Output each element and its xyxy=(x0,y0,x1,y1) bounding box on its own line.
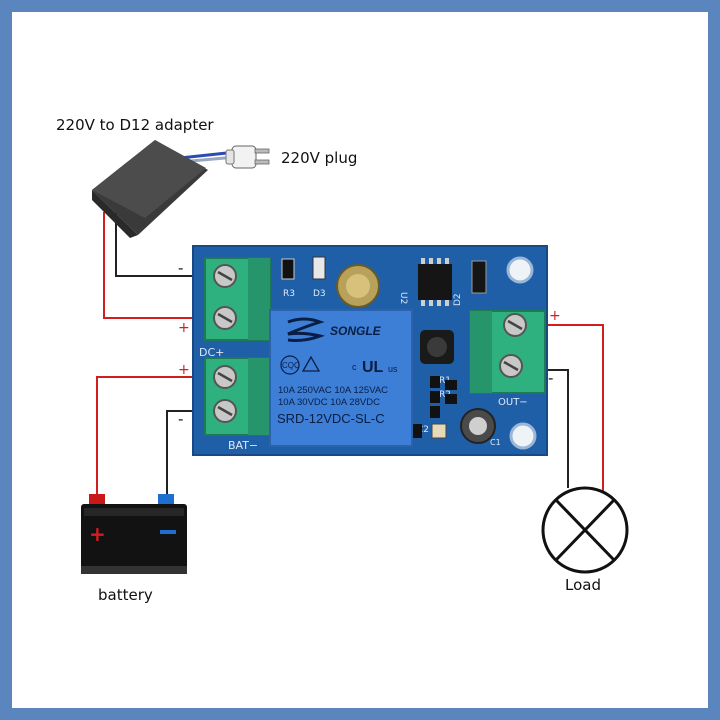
relay-model: SRD-12VDC-SL-C xyxy=(277,411,385,426)
mounting-hole xyxy=(509,422,537,450)
relay-cqc: CQC xyxy=(282,361,300,370)
mounting-hole xyxy=(506,256,534,284)
adapter-negative-wire xyxy=(115,212,205,277)
output-minus-marker: - xyxy=(548,369,553,387)
terminal-output xyxy=(469,310,546,394)
battery-positive-wire xyxy=(96,376,205,498)
terminal-dc-input xyxy=(204,257,271,341)
svg-text:U2: U2 xyxy=(398,292,408,304)
power-plug-icon xyxy=(225,145,270,169)
ac-adapter-icon xyxy=(92,140,208,238)
relay-brand: SONGLE xyxy=(330,324,382,338)
ul-mark-icon: UL xyxy=(362,359,384,376)
battery-minus-marker: - xyxy=(178,410,183,428)
terminal-battery xyxy=(204,357,271,436)
svg-text:R1: R1 xyxy=(439,376,451,386)
relay: SONGLE CQC UL c us 10A 250VAC 10A 125VAC… xyxy=(269,309,413,447)
diode-d2 xyxy=(471,260,487,294)
songle-logo-icon xyxy=(287,317,326,342)
relay-ratings-line2: 10A 30VDC 10A 28VDC xyxy=(278,397,380,408)
svg-text:R2: R2 xyxy=(439,390,451,400)
svg-text:C1: C1 xyxy=(490,438,501,447)
svg-text:R3: R3 xyxy=(283,289,295,299)
relay-ratings-line1: 10A 250VAC 10A 125VAC xyxy=(278,385,388,396)
battery-icon: + xyxy=(81,494,187,574)
battery-label: battery xyxy=(98,586,153,604)
diode-d3 xyxy=(312,256,326,280)
dc-plus-label: DC+ xyxy=(199,346,224,359)
svg-text:D3: D3 xyxy=(313,289,326,299)
load-negative-wire xyxy=(545,369,569,488)
svg-text:c: c xyxy=(352,362,357,372)
svg-text:C2: C2 xyxy=(417,425,429,435)
battery-plus-marker: + xyxy=(178,362,190,378)
load-positive-wire xyxy=(545,324,604,510)
svg-text:us: us xyxy=(388,364,398,374)
adapter-label: 220V to D12 adapter xyxy=(56,116,214,134)
out-minus-label: OUT− xyxy=(498,397,528,408)
svg-text:+: + xyxy=(89,522,106,546)
resistor-r3 xyxy=(281,258,295,280)
ic-chip xyxy=(418,264,452,300)
adapter-minus-marker: - xyxy=(178,259,183,277)
bat-minus-label: BAT− xyxy=(228,439,258,452)
plug-label: 220V plug xyxy=(281,149,357,167)
output-plus-marker: + xyxy=(549,308,561,324)
lamp-icon xyxy=(541,486,629,574)
adapter-plus-marker: + xyxy=(178,320,190,336)
load-label: Load xyxy=(565,576,601,594)
svg-text:D2: D2 xyxy=(453,293,463,306)
adapter-positive-wire xyxy=(103,212,205,319)
warning-triangle-icon xyxy=(301,355,321,372)
